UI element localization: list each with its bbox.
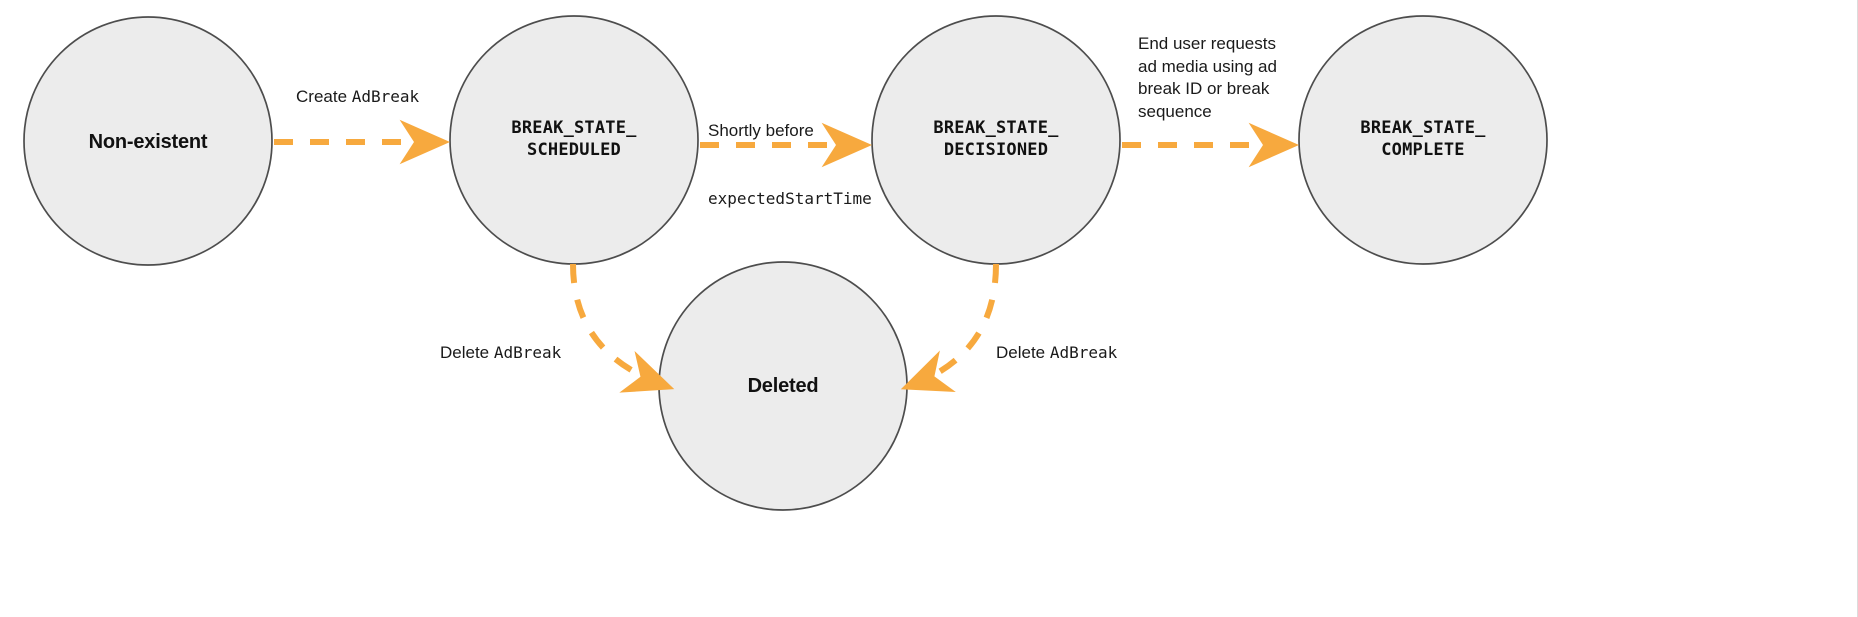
node-shapes (23, 15, 1548, 511)
node-circle-deleted[interactable] (658, 261, 908, 511)
edge-delete-adbreak-from-decisioned[interactable] (900, 263, 999, 392)
node-circle-break-state-decisioned[interactable] (871, 15, 1121, 265)
node-circle-non-existent[interactable] (23, 16, 273, 266)
node-circle-break-state-complete[interactable] (1298, 15, 1548, 265)
edge-delete-adbreak-from-scheduled[interactable] (570, 263, 675, 393)
edge-connectors (274, 119, 1300, 393)
node-circle-break-state-scheduled[interactable] (449, 15, 699, 265)
